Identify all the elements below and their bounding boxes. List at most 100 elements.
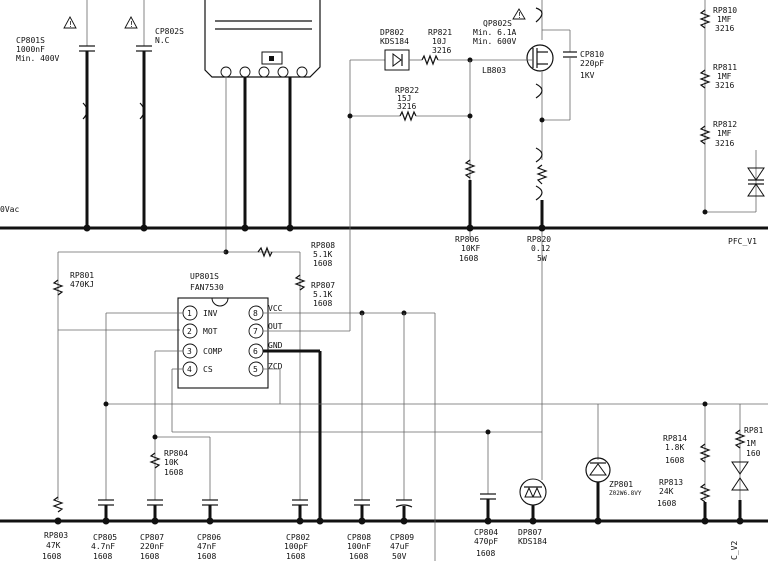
- rp807-value: 5.1K: [313, 290, 332, 299]
- rp801-value: 470KJ: [70, 280, 94, 289]
- rp813-value: 24K: [659, 487, 674, 496]
- qp802s-current: Min. 6.1A: [473, 28, 517, 37]
- cp806-size: 1608: [197, 552, 216, 561]
- svg-text:!: !: [129, 20, 134, 29]
- net-c-v2: C_V2: [730, 541, 739, 560]
- ic-pin-num: 4: [187, 365, 192, 374]
- cp802s-value: N.C: [155, 36, 170, 45]
- cp809-rating: 50V: [392, 552, 407, 561]
- rp813-size: 1608: [657, 499, 676, 508]
- ic-pin-num: 3: [187, 347, 192, 356]
- cp810-value: 220pF: [580, 59, 604, 68]
- rp822-ref: RP822: [395, 86, 419, 95]
- rp821-size: 3216: [432, 46, 451, 55]
- cp807-ref: CP807: [140, 533, 164, 542]
- rp804-value: 10K: [164, 458, 179, 467]
- divider-string: RP810 1MF 3216 RP811 1MF 3216 RP812 1MF …: [699, 0, 765, 215]
- rp803-value: 47K: [46, 541, 61, 550]
- connector-module: [204, 0, 321, 252]
- gate-drive-section: DP802 KDS184 RP821 10J 3216 RP822 15J 32…: [347, 28, 525, 315]
- rp810-ref: RP810: [713, 6, 737, 15]
- rp812-size: 3216: [715, 139, 734, 148]
- cp810-rating: 1KV: [580, 71, 595, 80]
- ic-pin-num: 7: [253, 327, 258, 336]
- ic-pin-name: MOT: [203, 327, 218, 336]
- ic-pin-num: 5: [253, 365, 258, 374]
- cp808-ref: CP808: [347, 533, 371, 542]
- cp802-ref: CP802: [286, 533, 310, 542]
- cp805-value: 4.7nF: [91, 542, 115, 551]
- ic-pin-name: INV: [203, 309, 218, 318]
- rp813-ref: RP813: [659, 478, 683, 487]
- rp806-ref: RP806: [455, 235, 479, 244]
- rp812-value: 1MF: [717, 129, 732, 138]
- net-0vac: 0Vac: [0, 205, 19, 214]
- ic-pin-name: COMP: [203, 347, 222, 356]
- net-pfc-v1: PFC_V1: [728, 237, 757, 246]
- cp805-ref: CP805: [93, 533, 117, 542]
- rp821-ref: RP821: [428, 28, 452, 37]
- ic-pin-num: 1: [187, 309, 192, 318]
- ic-ref: UP801S: [190, 272, 219, 281]
- cp801s-rating: Min. 400V: [16, 54, 60, 63]
- mosfet-section: ! QP802S Min. 6.1A Min. 600V CP810 220pF…: [473, 0, 604, 228]
- ic-pin-name: VCC: [268, 304, 283, 313]
- rp81x-value: 1M: [746, 439, 756, 448]
- rp803-size: 1608: [42, 552, 61, 561]
- warning-triangle-icon: !: [124, 16, 138, 29]
- rp808-value: 5.1K: [313, 250, 332, 259]
- cp801s-ref: CP801S: [16, 36, 45, 45]
- lb803-label: LB803: [482, 66, 506, 75]
- rp822-value: 15J: [397, 94, 411, 103]
- cp805-size: 1608: [93, 552, 112, 561]
- cp808-value: 100nF: [347, 542, 371, 551]
- rp804-size: 1608: [164, 468, 183, 477]
- cp807-value: 220nF: [140, 542, 164, 551]
- zp801-ref: ZP801: [609, 480, 633, 489]
- ic-pin-name: OUT: [268, 322, 283, 331]
- dp802-part: KDS184: [380, 37, 409, 46]
- rp806-size: 1608: [459, 254, 478, 263]
- ic-pin-num: 2: [187, 327, 192, 336]
- ic-pin-num: 8: [253, 309, 258, 318]
- dp807-ref: DP807: [518, 528, 542, 537]
- controller-section: RP808 5.1K 1608 RP807 5.1K 1608 RP801 47…: [52, 228, 768, 561]
- rp807-size: 1608: [313, 299, 332, 308]
- rp811-ref: RP811: [713, 63, 737, 72]
- rp811-value: 1MF: [717, 72, 732, 81]
- rp801-ref: RP801: [70, 271, 94, 280]
- warning-triangle-icon: !: [512, 8, 526, 20]
- rp814-ref: RP814: [663, 434, 687, 443]
- rp810-value: 1MF: [717, 15, 732, 24]
- rp81x-ref: RP81: [744, 426, 763, 435]
- rp820-value: 0.12: [531, 244, 550, 253]
- rp814-value: 1.8K: [665, 443, 684, 452]
- rp808-ref: RP808: [311, 241, 335, 250]
- cp806-value: 47nF: [197, 542, 216, 551]
- cp809-value: 47uF: [390, 542, 409, 551]
- rp820-ref: RP820: [527, 235, 551, 244]
- rp806-value: 10KF: [461, 244, 480, 253]
- input-cap-section: ! ! CP801S 1000nF Min. 400V CP802S N.C: [16, 0, 184, 228]
- rp808-size: 1608: [313, 259, 332, 268]
- cp802s-ref: CP802S: [155, 27, 184, 36]
- cp806-ref: CP806: [197, 533, 221, 542]
- qp802s-ref: QP802S: [483, 19, 512, 28]
- dp802-ref: DP802: [380, 28, 404, 37]
- dp807-part: KDS184: [518, 537, 547, 546]
- cp801s-value: 1000nF: [16, 45, 45, 54]
- rp822-size: 3216: [397, 102, 416, 111]
- cp810-ref: CP810: [580, 50, 604, 59]
- rp804-ref: RP804: [164, 449, 188, 458]
- rp814-size: 1608: [665, 456, 684, 465]
- rp803-ref: RP803: [44, 531, 68, 540]
- cp802-value: 100pF: [284, 542, 308, 551]
- qp802s-voltage: Min. 600V: [473, 37, 517, 46]
- rp821-value: 10J: [432, 37, 446, 46]
- ic-pin-name: CS: [203, 365, 213, 374]
- svg-text:!: !: [68, 20, 73, 29]
- ic-pin-num: 6: [253, 347, 258, 356]
- cp808-size: 1608: [349, 552, 368, 561]
- warning-triangle-icon: !: [63, 16, 77, 29]
